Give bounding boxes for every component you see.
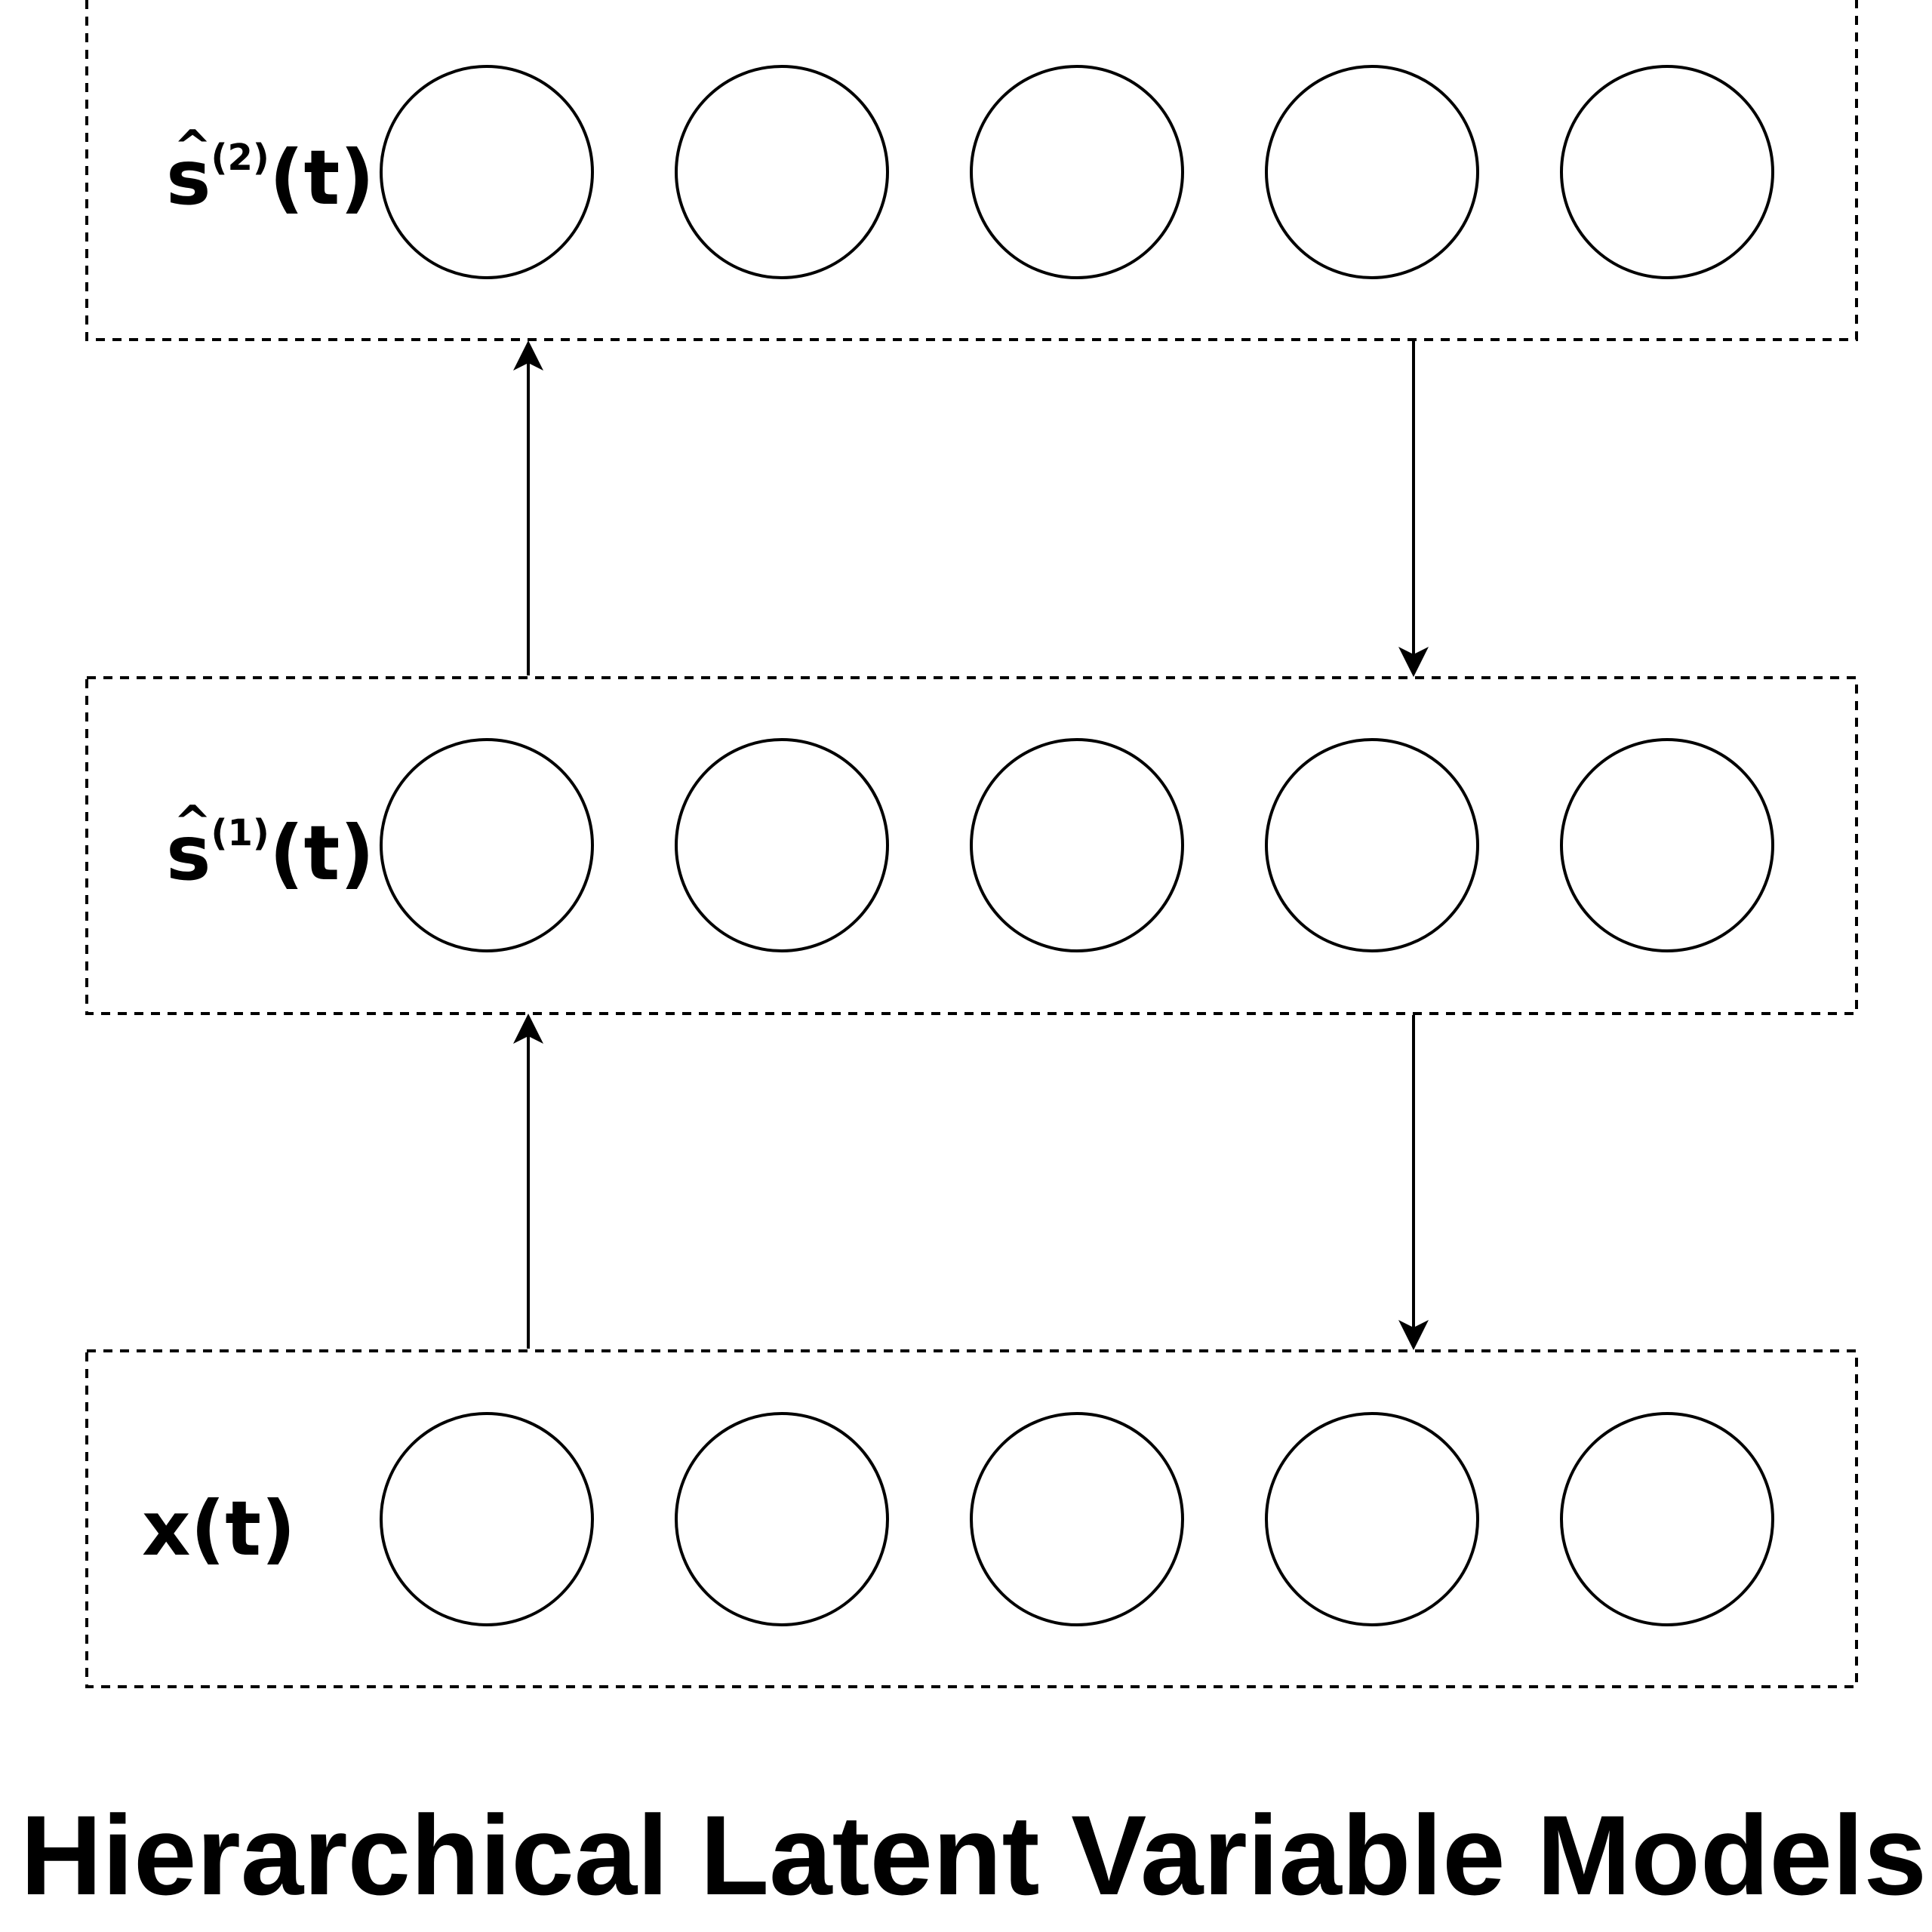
layer-s1-label-superscript: (1) [211,812,269,854]
layer-s2: s(2)(t) ^ [85,0,1858,341]
layer-x-label: x(t) [142,1484,296,1573]
layer-x-label-base: x [142,1484,191,1573]
layer-s2-label: s(2)(t) [166,134,374,222]
layer-s2-nodes [380,65,1774,279]
layer-s1-label-hat: ^ [174,796,211,849]
layer-s1-node [380,738,594,952]
layer-s1-nodes [380,738,1774,952]
layer-x: x(t) [85,1349,1858,1688]
layer-x-label-argument: (t) [191,1484,296,1573]
layer-s1-label: s(1)(t) [166,809,374,897]
layer-s2-node [1265,65,1479,279]
layer-s2-box [85,0,1858,341]
layer-x-nodes [380,1412,1774,1626]
layer-s1-node [1560,738,1774,952]
layer-s2-label-base: s [166,134,211,222]
diagram-title: Hierarchical Latent Variable Models [20,1792,1927,1918]
layer-s2-node [380,65,594,279]
layer-x-box [85,1349,1858,1688]
layer-x-node [1265,1412,1479,1626]
layer-s2-label-argument: (t) [269,134,374,222]
layer-s2-node [970,65,1184,279]
edges [513,340,1429,1350]
layer-x-node [970,1412,1184,1626]
layer-s1-node [970,738,1184,952]
layer-s2-node [1560,65,1774,279]
layer-s1-node [1265,738,1479,952]
layer-s2-node [675,65,889,279]
layer-x-node [675,1412,889,1626]
layer-s1-node [675,738,889,952]
layer-s2-label-hat: ^ [174,121,211,174]
layer-s1-label-base: s [166,809,211,897]
layer-s1: s(1)(t) ^ [85,676,1858,1015]
layer-s2-label-superscript: (2) [211,137,269,179]
layer-x-node [1560,1412,1774,1626]
layer-s1-label-argument: (t) [269,809,374,897]
layer-s1-box [85,676,1858,1015]
layer-x-node [380,1412,594,1626]
